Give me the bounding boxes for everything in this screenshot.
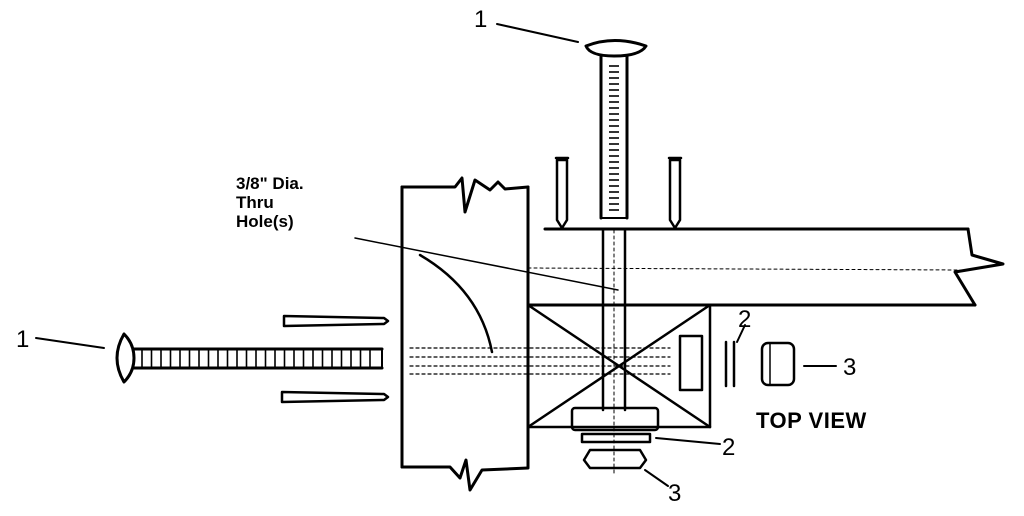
beam-hidden-line — [527, 267, 961, 271]
callout-3-bottom: 3 — [668, 480, 682, 507]
horizontal-beam — [526, 227, 1005, 307]
callout-2-bottom: 2 — [722, 434, 736, 461]
bolt-threads — [141, 65, 619, 367]
exploded-nut — [760, 341, 796, 387]
horizontal-bolt-hidden-lines — [409, 347, 671, 375]
bottom-washer-nut — [570, 406, 660, 470]
hole-radius-arc — [418, 253, 494, 354]
hole-note-line3: Hole(s) — [236, 212, 294, 231]
view-title: TOP VIEW — [756, 408, 867, 433]
vertical-nails — [554, 156, 683, 230]
callout-1-left: 1 — [16, 326, 30, 353]
cross-block — [526, 303, 712, 429]
horizontal-carriage-bolt — [115, 332, 384, 384]
vertical-carriage-bolt — [584, 39, 648, 476]
vertical-post — [400, 176, 530, 492]
callout-3-right: 3 — [843, 354, 857, 381]
hole-note-leader — [354, 237, 619, 291]
horizontal-nails — [280, 314, 390, 404]
callout-1-top: 1 — [474, 6, 488, 33]
hole-note: 3/8" Dia. Thru Hole(s) — [236, 174, 304, 231]
right-washer-plate — [678, 334, 704, 392]
exploded-washer — [724, 340, 736, 388]
callout-leaders — [35, 23, 837, 487]
hole-note-line2: Thru — [236, 193, 274, 212]
hole-note-line1: 3/8" Dia. — [236, 174, 304, 193]
callout-2-right: 2 — [738, 306, 752, 333]
